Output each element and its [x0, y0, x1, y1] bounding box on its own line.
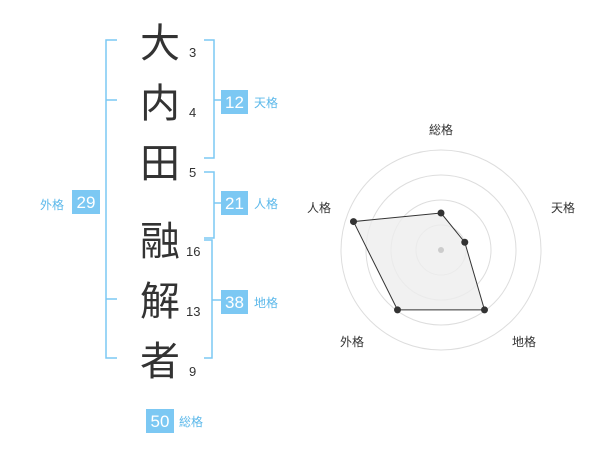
gaikaku-value: 29: [77, 193, 96, 212]
stroke-count-4: 16: [186, 244, 200, 259]
chikaku-bracket: [204, 239, 221, 359]
name-char-6: 者: [140, 339, 180, 385]
jinkaku-badge-bg: [221, 191, 248, 215]
gaikaku-bracket: [105, 39, 117, 359]
name-char-3: 田: [140, 141, 180, 187]
jinkaku-bracket: [204, 171, 221, 239]
radar-label-jinkaku: 人格: [307, 200, 331, 215]
tenkaku-label: 天格: [254, 95, 278, 110]
gaikaku-badge: 外格 29: [40, 190, 100, 214]
tenkaku-bracket: [204, 39, 221, 159]
name-char-1: 大: [140, 21, 180, 67]
soukaku-value: 50: [151, 412, 170, 431]
name-char-5: 解: [140, 279, 180, 325]
stroke-count-5: 13: [186, 304, 200, 319]
stroke-count-3: 5: [189, 165, 196, 180]
radar-label-gaikaku: 外格: [340, 334, 364, 349]
stroke-count-1: 3: [189, 45, 196, 60]
jinkaku-value: 21: [225, 194, 244, 213]
stroke-count-2: 4: [189, 105, 196, 120]
tenkaku-value: 12: [225, 93, 244, 112]
radar-point-5: [350, 218, 358, 226]
radar-polygon: [352, 212, 486, 311]
brackets: [105, 39, 221, 359]
gaikaku-label: 外格: [40, 197, 64, 212]
radar-point-4: [394, 306, 402, 314]
name-column: 大 3 内 4 田 5 融 16 解 13 者 9: [140, 21, 200, 385]
radar-label-tenkaku: 天格: [551, 200, 575, 215]
soukaku-label: 総格: [179, 414, 203, 429]
chikaku-badge: 38 地格: [221, 290, 278, 314]
radar-ring: [340, 149, 542, 351]
jinkaku-label: 人格: [254, 196, 278, 211]
tenkaku-badge: 12 天格: [221, 90, 278, 114]
soukaku-badge: 50 総格: [146, 409, 203, 433]
chikaku-label: 地格: [254, 295, 278, 310]
radar-ring: [365, 174, 517, 326]
name-char-4: 融: [140, 219, 180, 265]
radar-points: [350, 209, 488, 314]
chikaku-value: 38: [225, 293, 244, 312]
soukaku-badge-bg: [146, 409, 174, 433]
radar-label-soukaku: 総格: [429, 122, 453, 137]
radar-point-3: [480, 306, 488, 314]
tenkaku-badge-bg: [221, 90, 248, 114]
radar-label-chikaku: 地格: [512, 334, 536, 349]
gaikaku-badge-bg: [72, 190, 100, 214]
chikaku-badge-bg: [221, 290, 248, 314]
radar-point-1: [437, 209, 445, 217]
name-char-2: 内: [140, 81, 180, 127]
stroke-count-6: 9: [189, 364, 196, 379]
radar-chart: 総格 天格 地格 外格 人格: [307, 122, 575, 351]
radar-center-dot: [438, 247, 444, 253]
radar-point-2: [461, 238, 469, 246]
jinkaku-badge: 21 人格: [221, 191, 278, 215]
